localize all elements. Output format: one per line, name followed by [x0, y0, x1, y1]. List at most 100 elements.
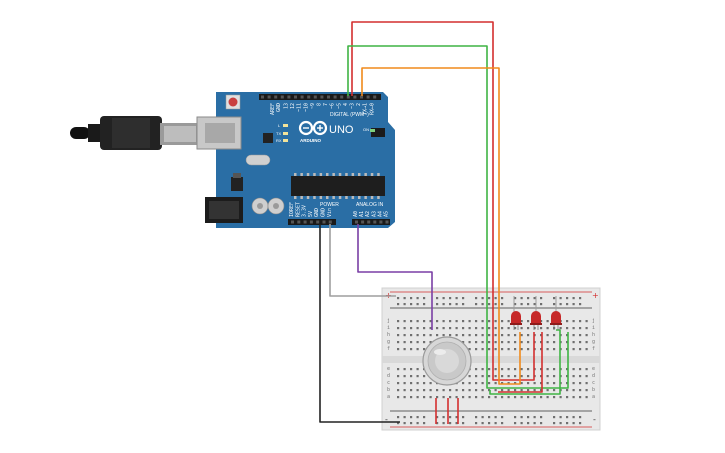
breadboard-hole[interactable]	[494, 327, 497, 330]
breadboard-hole[interactable]	[527, 368, 530, 371]
breadboard-hole[interactable]	[423, 303, 426, 306]
breadboard-hole[interactable]	[566, 422, 569, 425]
breadboard-hole[interactable]	[442, 327, 445, 330]
breadboard-hole[interactable]	[475, 422, 478, 425]
digital-pin-hole[interactable]	[346, 95, 350, 99]
breadboard-hole[interactable]	[579, 368, 582, 371]
breadboard-hole[interactable]	[468, 375, 471, 378]
breadboard-hole[interactable]	[468, 382, 471, 385]
power-pin-hole[interactable]	[291, 220, 294, 224]
breadboard-hole[interactable]	[462, 341, 465, 344]
breadboard-hole[interactable]	[553, 334, 556, 337]
breadboard-hole[interactable]	[403, 327, 406, 330]
breadboard-hole[interactable]	[410, 382, 413, 385]
breadboard-hole[interactable]	[501, 368, 504, 371]
breadboard-hole[interactable]	[403, 389, 406, 392]
breadboard-hole[interactable]	[403, 368, 406, 371]
breadboard-hole[interactable]	[527, 303, 530, 306]
breadboard-hole[interactable]	[403, 320, 406, 323]
breadboard-hole[interactable]	[527, 348, 530, 351]
breadboard-hole[interactable]	[527, 341, 530, 344]
breadboard-hole[interactable]	[481, 396, 484, 399]
breadboard-hole[interactable]	[533, 396, 536, 399]
breadboard-hole[interactable]	[397, 297, 400, 300]
breadboard-hole[interactable]	[520, 348, 523, 351]
breadboard-hole[interactable]	[559, 422, 562, 425]
breadboard-hole[interactable]	[442, 389, 445, 392]
breadboard-hole[interactable]	[455, 327, 458, 330]
breadboard-hole[interactable]	[475, 334, 478, 337]
breadboard-hole[interactable]	[494, 297, 497, 300]
breadboard-hole[interactable]	[475, 375, 478, 378]
breadboard-hole[interactable]	[559, 297, 562, 300]
breadboard-hole[interactable]	[566, 327, 569, 330]
breadboard-hole[interactable]	[442, 320, 445, 323]
breadboard-hole[interactable]	[462, 327, 465, 330]
breadboard-hole[interactable]	[403, 341, 406, 344]
breadboard-hole[interactable]	[436, 416, 439, 419]
breadboard-hole[interactable]	[462, 320, 465, 323]
digital-pin-hole[interactable]	[373, 95, 377, 99]
digital-pin-hole[interactable]	[287, 95, 291, 99]
breadboard-hole[interactable]	[507, 348, 510, 351]
breadboard-hole[interactable]	[429, 389, 432, 392]
breadboard-hole[interactable]	[397, 327, 400, 330]
analog-pin-hole[interactable]	[385, 220, 389, 224]
breadboard-hole[interactable]	[566, 334, 569, 337]
breadboard-hole[interactable]	[410, 303, 413, 306]
breadboard-hole[interactable]	[579, 389, 582, 392]
breadboard-hole[interactable]	[423, 396, 426, 399]
breadboard-hole[interactable]	[520, 375, 523, 378]
breadboard-hole[interactable]	[416, 327, 419, 330]
breadboard-hole[interactable]	[572, 348, 575, 351]
breadboard-hole[interactable]	[468, 396, 471, 399]
breadboard-hole[interactable]	[397, 341, 400, 344]
breadboard-hole[interactable]	[540, 416, 543, 419]
power-pin-hole[interactable]	[316, 220, 320, 224]
breadboard-hole[interactable]	[494, 396, 497, 399]
breadboard-hole[interactable]	[429, 320, 432, 323]
breadboard-hole[interactable]	[546, 382, 549, 385]
breadboard-hole[interactable]	[527, 396, 530, 399]
breadboard-hole[interactable]	[488, 368, 491, 371]
breadboard-hole[interactable]	[553, 396, 556, 399]
breadboard-hole[interactable]	[436, 320, 439, 323]
breadboard-hole[interactable]	[410, 396, 413, 399]
breadboard-hole[interactable]	[488, 416, 491, 419]
breadboard-hole[interactable]	[514, 368, 517, 371]
breadboard-hole[interactable]	[520, 334, 523, 337]
breadboard-hole[interactable]	[520, 422, 523, 425]
breadboard-hole[interactable]	[507, 368, 510, 371]
breadboard-hole[interactable]	[533, 303, 536, 306]
breadboard-hole[interactable]	[501, 327, 504, 330]
breadboard-hole[interactable]	[455, 320, 458, 323]
breadboard-hole[interactable]	[585, 368, 588, 371]
breadboard-hole[interactable]	[520, 368, 523, 371]
breadboard-hole[interactable]	[410, 320, 413, 323]
breadboard-hole[interactable]	[481, 320, 484, 323]
breadboard-hole[interactable]	[397, 320, 400, 323]
breadboard-hole[interactable]	[403, 303, 406, 306]
breadboard-hole[interactable]	[481, 327, 484, 330]
breadboard-hole[interactable]	[579, 327, 582, 330]
breadboard-hole[interactable]	[449, 389, 452, 392]
breadboard-hole[interactable]	[507, 320, 510, 323]
breadboard-hole[interactable]	[540, 396, 543, 399]
breadboard-hole[interactable]	[585, 320, 588, 323]
breadboard-hole[interactable]	[410, 422, 413, 425]
breadboard-hole[interactable]	[559, 303, 562, 306]
breadboard-hole[interactable]	[585, 396, 588, 399]
breadboard-hole[interactable]	[423, 348, 426, 351]
breadboard-hole[interactable]	[533, 327, 536, 330]
breadboard-hole[interactable]	[462, 334, 465, 337]
breadboard-hole[interactable]	[566, 303, 569, 306]
breadboard-hole[interactable]	[475, 396, 478, 399]
breadboard-hole[interactable]	[481, 303, 484, 306]
breadboard-hole[interactable]	[481, 348, 484, 351]
breadboard-hole[interactable]	[553, 389, 556, 392]
wire-green-digital[interactable]	[347, 45, 569, 389]
breadboard-hole[interactable]	[436, 334, 439, 337]
digital-pin-hole[interactable]	[294, 95, 297, 99]
breadboard-hole[interactable]	[572, 320, 575, 323]
